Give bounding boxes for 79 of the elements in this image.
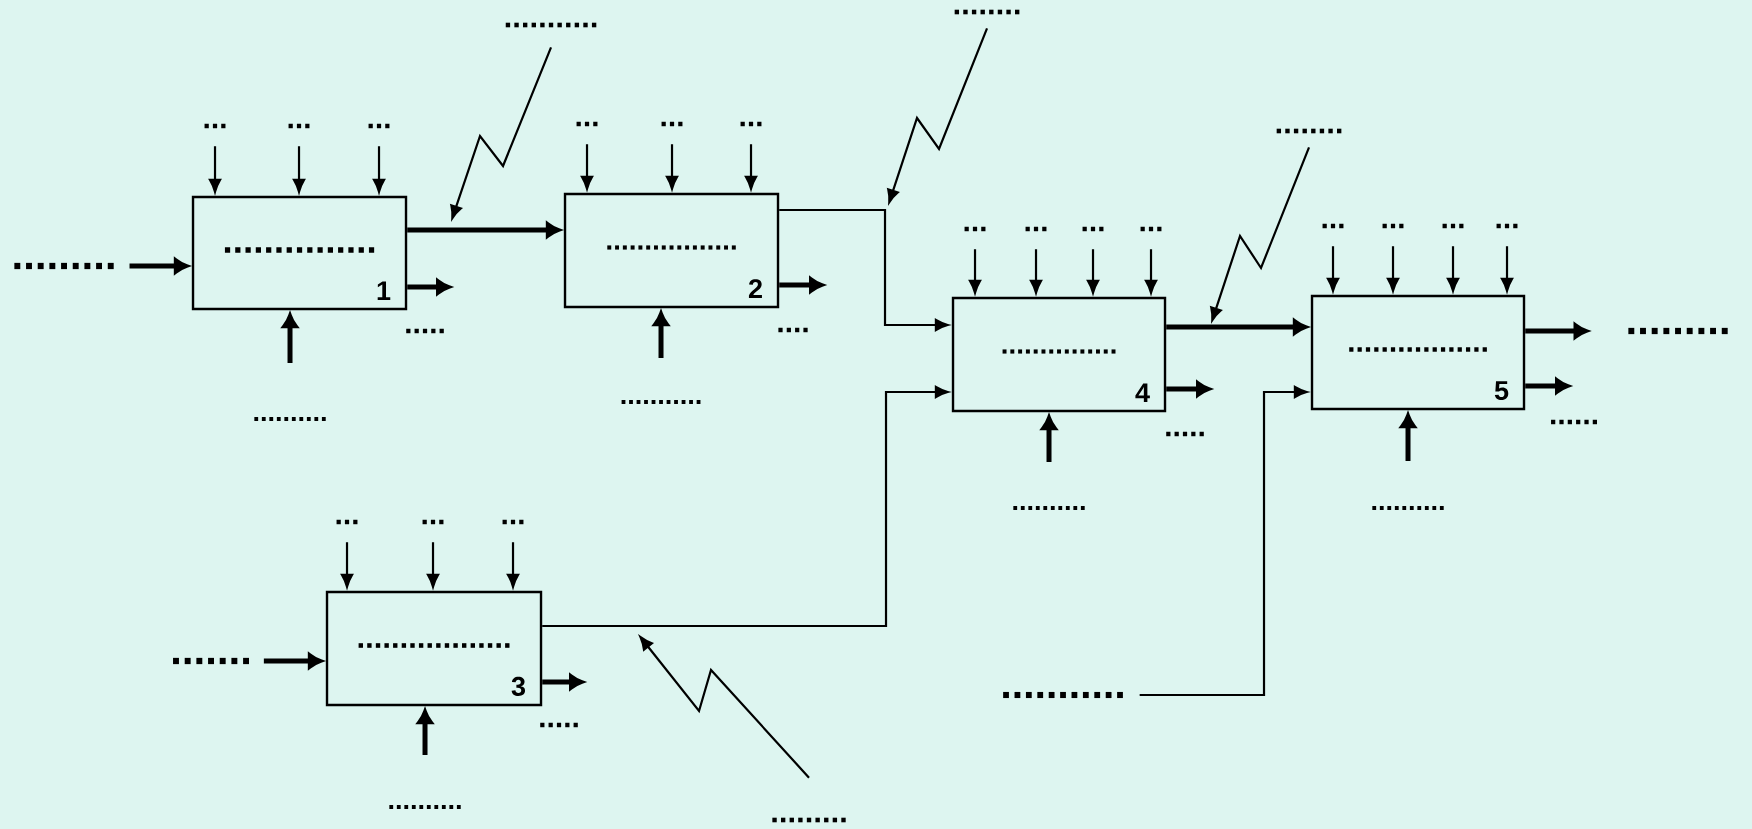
- process-box: ................. 2: [563, 192, 780, 309]
- control-label: ...: [502, 519, 524, 525]
- mechanism-label: ..........: [1372, 506, 1444, 510]
- leader-line: [639, 636, 810, 779]
- arrow: [506, 542, 520, 588]
- arrow: [208, 146, 222, 193]
- output-label: .....: [406, 328, 444, 334]
- arrow: [129, 258, 189, 274]
- arrow: [417, 709, 433, 755]
- arrow: [542, 674, 584, 690]
- callout-label: .........: [772, 817, 846, 823]
- arrow: [340, 542, 354, 588]
- control-label: ...: [1322, 223, 1344, 229]
- input-label: .......: [173, 657, 249, 665]
- control-label: ...: [422, 519, 444, 525]
- control-label: ...: [740, 121, 762, 127]
- arrow: [744, 144, 758, 190]
- mechanism-label: ..........: [389, 805, 461, 809]
- control-label: ...: [1025, 226, 1047, 232]
- input-label: .........: [14, 262, 114, 270]
- arrow: [1139, 385, 1308, 697]
- mechanism-label: ...........: [621, 400, 701, 404]
- arrow: [580, 144, 594, 190]
- control-label: ...: [1382, 223, 1404, 229]
- arrow: [282, 313, 298, 363]
- callout-label: ........: [1276, 128, 1342, 134]
- arrow: [1525, 378, 1570, 394]
- callout-label: ...........: [505, 22, 597, 28]
- arrow: [665, 144, 679, 190]
- output-label: ......: [1551, 419, 1597, 425]
- leader-line: [450, 46, 553, 220]
- arrow: [968, 249, 982, 294]
- control-label: ...: [576, 121, 598, 127]
- arrow: [407, 222, 561, 238]
- process-box: ................. 5: [1310, 294, 1526, 411]
- arrow: [542, 385, 949, 628]
- arrow: [407, 279, 451, 295]
- arrow: [1500, 246, 1514, 292]
- leader-line: [887, 27, 989, 204]
- arrow: [263, 653, 323, 669]
- mechanism-label: ..........: [1013, 506, 1085, 510]
- mechanism-label: ..........: [254, 417, 326, 421]
- control-label: ...: [336, 519, 358, 525]
- control-label: ...: [288, 123, 310, 129]
- arrow: [1166, 381, 1211, 397]
- control-label: ...: [1496, 223, 1518, 229]
- control-label: ...: [661, 121, 683, 127]
- process-box: ............... 1: [191, 195, 408, 311]
- output-label: ....: [778, 327, 808, 333]
- control-label: ...: [1140, 226, 1162, 232]
- arrow: [1041, 415, 1057, 462]
- input-label: ...........: [1003, 691, 1123, 699]
- control-label: ...: [964, 226, 986, 232]
- output-label: .....: [1166, 431, 1204, 437]
- arrow: [1446, 246, 1460, 292]
- output-label: .........: [1628, 327, 1728, 335]
- arrow: [426, 542, 440, 588]
- arrow: [1400, 413, 1416, 461]
- callout-label: ........: [954, 9, 1020, 15]
- arrow: [779, 208, 949, 332]
- arrow: [292, 146, 306, 193]
- arrow: [1525, 323, 1589, 339]
- control-label: ...: [204, 123, 226, 129]
- arrow: [779, 277, 824, 293]
- arrow: [1086, 249, 1100, 294]
- arrow: [1386, 246, 1400, 292]
- arrow: [1166, 319, 1308, 335]
- arrow: [1029, 249, 1043, 294]
- arrow: [1144, 249, 1158, 294]
- arrow: [653, 311, 669, 358]
- arrow: [1326, 246, 1340, 292]
- process-box: ............... 4: [951, 296, 1167, 413]
- process-box: .................. 3: [325, 590, 543, 707]
- control-label: ...: [1442, 223, 1464, 229]
- control-label: ...: [368, 123, 390, 129]
- leader-line: [1210, 146, 1311, 322]
- output-label: .....: [540, 722, 578, 728]
- control-label: ...: [1082, 226, 1104, 232]
- arrow: [372, 146, 386, 193]
